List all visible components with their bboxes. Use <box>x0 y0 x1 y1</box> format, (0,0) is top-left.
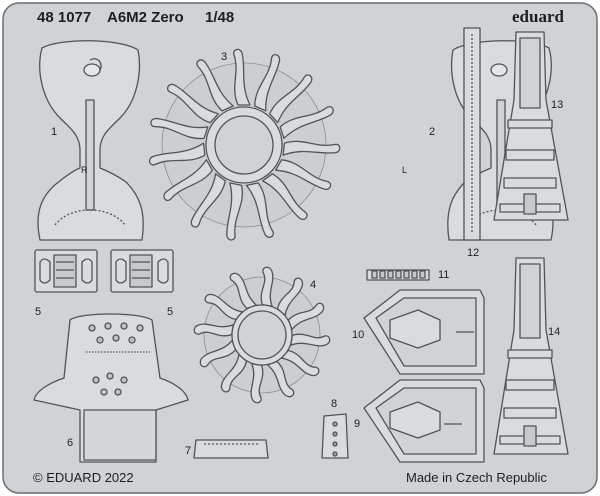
origin-notice: Made in Czech Republic <box>406 470 547 485</box>
part-3-radial-fan <box>147 48 341 242</box>
brand-logo: eduard <box>512 7 564 26</box>
part-number-13: 13 <box>551 99 564 111</box>
part-number-12: 12 <box>467 247 480 259</box>
letter-r: R <box>81 165 88 175</box>
part-number-5-right: 5 <box>167 306 174 318</box>
model-name: A6M2 Zero <box>107 9 184 26</box>
part-number-1: 1 <box>51 126 58 138</box>
scale-label: 1/48 <box>205 9 235 26</box>
part-14-ladder <box>493 257 569 455</box>
part-4-radial-fan <box>192 265 332 405</box>
part-number-6: 6 <box>67 437 74 449</box>
part-number-11: 11 <box>438 269 450 281</box>
part-number-9: 9 <box>354 418 361 430</box>
part-8-plate <box>321 413 349 459</box>
part-number-14: 14 <box>548 326 561 338</box>
part-number-5-left: 5 <box>35 306 42 318</box>
part-number-3: 3 <box>221 51 228 63</box>
part-1-seat-panel <box>37 40 144 241</box>
part-number-4: 4 <box>310 279 317 291</box>
part-12-strip <box>463 27 481 241</box>
part-6-seat-pan <box>33 313 189 463</box>
part-number-2: 2 <box>429 126 436 138</box>
part-number-8: 8 <box>331 398 338 410</box>
part-5-bracket-right <box>110 249 174 293</box>
letter-l: L <box>402 165 408 175</box>
part-13-ladder <box>493 31 569 221</box>
part-9-frame <box>363 379 485 463</box>
part-10-frame <box>363 289 485 375</box>
part-number-7: 7 <box>185 445 192 457</box>
copyright-notice: © EDUARD 2022 <box>33 470 134 485</box>
set-number: 48 1077 <box>37 9 92 26</box>
part-7-strap <box>193 439 269 459</box>
part-11-comb <box>366 269 430 281</box>
part-number-10: 10 <box>352 329 365 341</box>
part-5-bracket-left <box>34 249 98 293</box>
